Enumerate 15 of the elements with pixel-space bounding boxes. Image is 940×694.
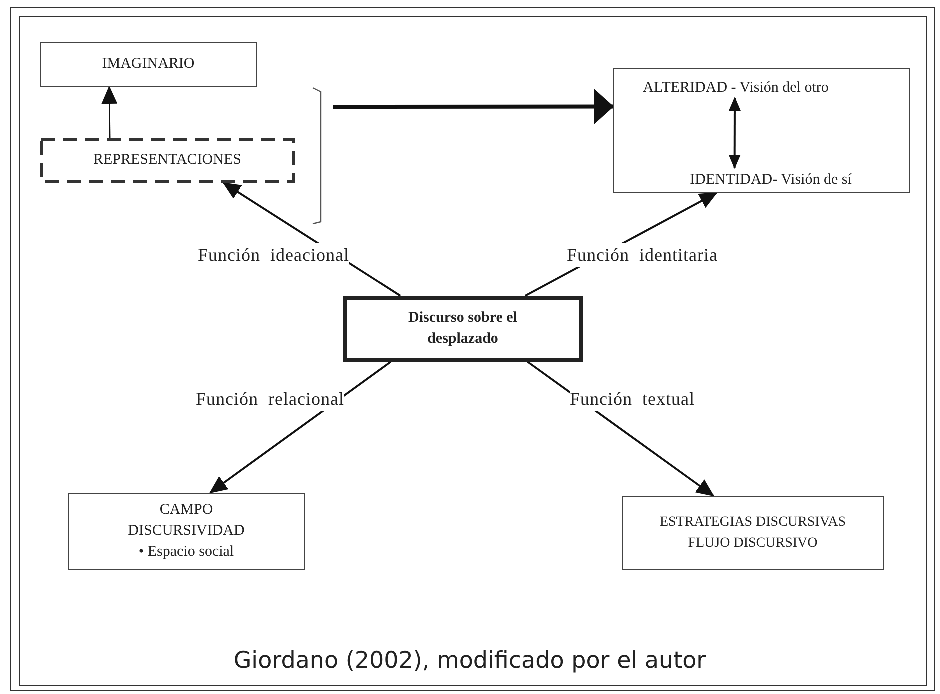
arrow (209, 361, 392, 494)
dashed-concept-box: REPRESENTACIONES (40, 138, 295, 183)
concept-text: ALTERIDAD - Visión del otro (621, 77, 851, 99)
edge-label: Función ideacional (198, 243, 350, 267)
caption: Giordano (2002), modificado por el autor (232, 647, 708, 676)
concept-text: IDENTIDAD- Visión de sí (661, 169, 881, 191)
arrow (333, 88, 614, 125)
concept-box (613, 68, 910, 193)
concept-box: IMAGINARIO (40, 42, 257, 87)
central-box: Discurso sobre el desplazado (343, 296, 583, 362)
arrow (102, 86, 118, 138)
arrow (728, 97, 741, 169)
concept-box: CAMPO DISCURSIVIDAD • Espacio social (68, 493, 305, 570)
concept-box: ESTRATEGIAS DISCURSIVAS FLUJO DISCURSIVO (622, 496, 884, 570)
edge-label: Función identitaria (567, 243, 718, 267)
